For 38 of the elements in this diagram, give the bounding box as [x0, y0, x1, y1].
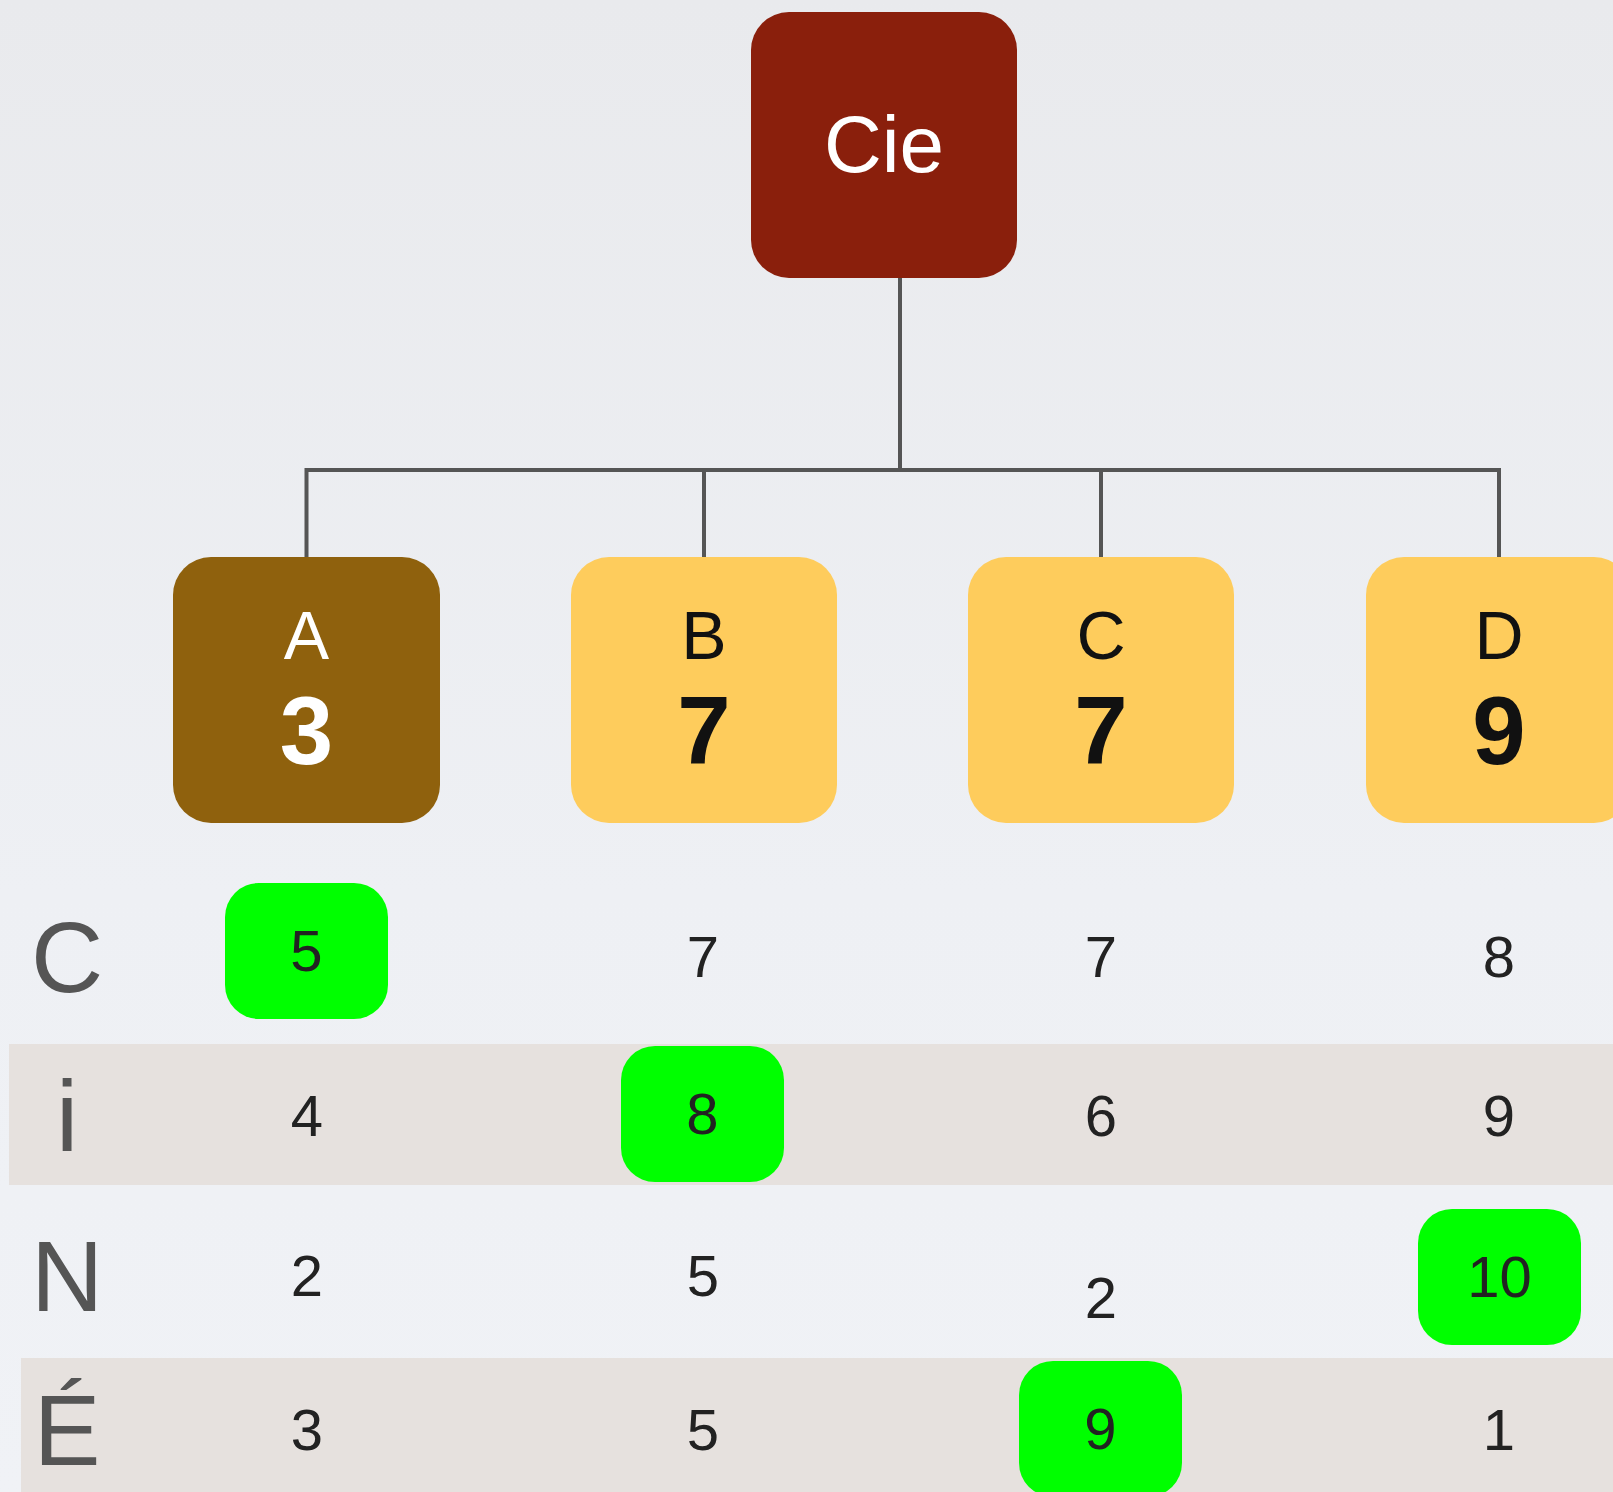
score-value: 5 [290, 922, 323, 980]
highlight-box [1418, 1209, 1581, 1345]
highlight-box [621, 1046, 784, 1182]
score-value: 4 [290, 1087, 324, 1145]
score-value: 7 [1074, 683, 1128, 779]
highlight-box [1019, 1361, 1182, 1492]
score-value: 7 [686, 928, 720, 986]
score-value: 1 [1482, 1401, 1516, 1459]
node-title: D [1474, 601, 1524, 669]
org-box [751, 12, 1017, 278]
score-value: 10 [1467, 1248, 1532, 1306]
score-value: 7 [677, 683, 731, 779]
score-value: 6 [1084, 1087, 1118, 1145]
score-value: 3 [279, 683, 334, 779]
score-value: 9 [1482, 1087, 1516, 1145]
score-value: 5 [686, 1247, 720, 1305]
node-title: Cie [823, 105, 944, 185]
org-box [1366, 557, 1613, 823]
score-value: 2 [1084, 1269, 1118, 1327]
score-value: 8 [1482, 928, 1516, 986]
row-header: C [30, 907, 104, 1007]
score-value: 3 [290, 1401, 324, 1459]
node-title: C [1076, 601, 1126, 669]
row-header: N [30, 1226, 104, 1326]
row-header: É [33, 1380, 101, 1480]
node-title: A [283, 601, 330, 669]
org-box [571, 557, 837, 823]
score-value: 9 [1472, 683, 1526, 779]
score-value: 2 [290, 1247, 324, 1305]
score-value: 9 [1084, 1400, 1117, 1458]
row-header: i [55, 1066, 79, 1166]
score-value: 7 [1084, 928, 1118, 986]
score-value: 8 [686, 1085, 719, 1143]
score-value: 5 [686, 1401, 720, 1459]
highlight-box [225, 883, 388, 1019]
node-title: B [681, 601, 727, 669]
org-box [173, 557, 440, 823]
org-box [968, 557, 1234, 823]
